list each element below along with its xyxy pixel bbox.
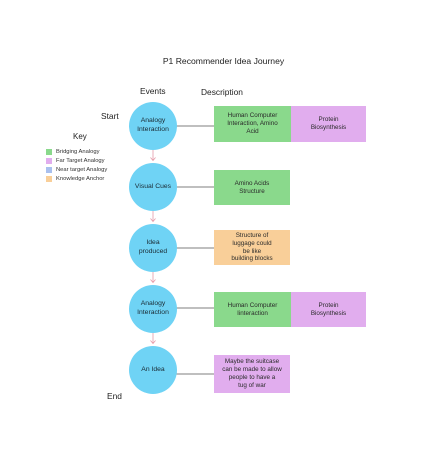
- events-header: Events: [140, 86, 166, 96]
- description-text: Protein Biosynthesis: [310, 301, 347, 317]
- description-box-bridging: Amino Acids Structure: [214, 170, 290, 205]
- end-label: End: [107, 391, 122, 401]
- legend-label: Far Target Analogy: [56, 157, 105, 164]
- event-node-an-idea: An Idea: [129, 346, 177, 394]
- legend: Key Bridging Analogy Far Target Analogy …: [46, 132, 107, 183]
- legend-swatch: [46, 175, 52, 182]
- description-text: Human Computer Iinteraction: [227, 301, 278, 317]
- legend-swatch: [46, 157, 52, 164]
- event-label: Analogy Interaction: [137, 300, 169, 316]
- description-box-bridging: Human Computer Iinteraction: [214, 292, 291, 327]
- description-box-bridging: Human Computer Interaction, Amino Acid: [214, 106, 291, 142]
- description-box-far-target: Protein Biosynthesis: [291, 106, 366, 142]
- page-title: P1 Recommender Idea Journey: [162, 56, 285, 66]
- legend-item-knowledge-anchor: Knowledge Anchor: [46, 174, 107, 183]
- flow-arrow: [150, 333, 156, 345]
- description-box-far-target: Protein Biosynthesis: [291, 292, 366, 327]
- description-box-knowledge-anchor: Structure of luggage could be like build…: [214, 230, 290, 265]
- event-node-analogy-interaction-2: Analogy Interaction: [129, 285, 177, 333]
- flow-arrow: [150, 272, 156, 284]
- description-box-far-target: Maybe the suitcase can be made to allow …: [214, 355, 290, 393]
- description-text: Structure of luggage could be like build…: [231, 231, 273, 263]
- legend-label: Knowledge Anchor: [56, 175, 105, 182]
- event-node-analogy-interaction: Analogy Interaction: [129, 102, 177, 150]
- description-text: Amino Acids Structure: [234, 179, 270, 195]
- flow-arrow: [150, 211, 156, 223]
- legend-item-near-target: Near target Analogy: [46, 165, 107, 174]
- event-label: Analogy Interaction: [137, 117, 169, 133]
- flow-arrow: [150, 150, 156, 162]
- event-node-idea-produced: Idea produced: [129, 224, 177, 272]
- event-label: An Idea: [141, 365, 165, 373]
- event-label: Idea produced: [138, 239, 168, 255]
- description-text: Maybe the suitcase can be made to allow …: [222, 358, 282, 389]
- event-label: Visual Cues: [134, 182, 172, 190]
- event-node-visual-cues: Visual Cues: [129, 163, 177, 211]
- description-text: Human Computer Interaction, Amino Acid: [227, 112, 278, 135]
- start-label: Start: [101, 111, 119, 121]
- legend-title: Key: [73, 132, 87, 141]
- legend-label: Bridging Analogy: [56, 148, 100, 155]
- legend-swatch: [46, 148, 52, 155]
- legend-label: Near target Analogy: [56, 166, 108, 173]
- legend-item-bridging: Bridging Analogy: [46, 147, 107, 156]
- legend-swatch: [46, 166, 52, 173]
- description-header: Description: [201, 87, 243, 97]
- legend-item-far-target: Far Target Analogy: [46, 156, 107, 165]
- description-text: Protein Biosynthesis: [310, 116, 347, 131]
